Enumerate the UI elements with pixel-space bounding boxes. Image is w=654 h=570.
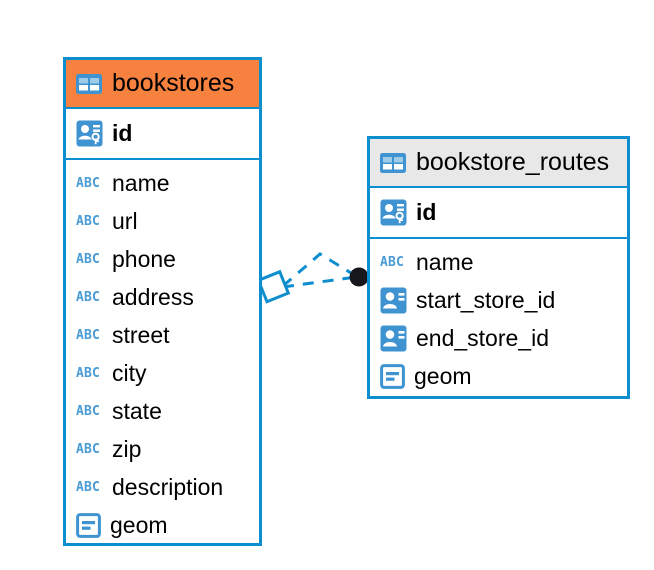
svg-text:ABC: ABC: [76, 176, 100, 191]
text-type-icon: ABC: [76, 366, 100, 381]
field-name: id: [112, 119, 133, 146]
field-row-city[interactable]: ABC city: [66, 354, 259, 392]
relationship-line-upper: [282, 252, 357, 288]
field-row-description[interactable]: ABC description: [66, 468, 259, 506]
text-type-icon: ABC: [76, 290, 100, 305]
svg-text:ABC: ABC: [76, 214, 100, 229]
field-row-url[interactable]: ABC url: [66, 202, 259, 240]
field-name: phone: [112, 245, 176, 272]
field-name: end_store_id: [416, 324, 549, 351]
field-row-name[interactable]: ABC name: [370, 243, 627, 281]
foreign-key-icon: [380, 325, 407, 351]
field-row-id[interactable]: id: [370, 193, 627, 231]
primary-key-icon: [380, 199, 407, 225]
field-name: address: [112, 283, 194, 310]
field-name: geom: [110, 511, 168, 538]
field-name: city: [112, 359, 147, 386]
text-type-icon: ABC: [380, 255, 404, 270]
entity-title: bookstores: [112, 69, 235, 97]
field-list: ABC name start_store_id: [370, 239, 627, 401]
field-name: street: [112, 321, 170, 348]
svg-text:ABC: ABC: [76, 252, 100, 267]
entity-title: bookstore_routes: [416, 148, 610, 176]
field-name: name: [112, 169, 170, 196]
field-name: url: [112, 207, 138, 234]
field-row-end-store-id[interactable]: end_store_id: [370, 319, 627, 357]
text-type-icon: ABC: [76, 480, 100, 495]
field-name: state: [112, 397, 162, 424]
field-name: start_store_id: [416, 286, 556, 313]
primary-key-block: id: [370, 186, 627, 239]
field-row-address[interactable]: ABC address: [66, 278, 259, 316]
field-row-state[interactable]: ABC state: [66, 392, 259, 430]
field-row-name[interactable]: ABC name: [66, 164, 259, 202]
svg-text:ABC: ABC: [76, 480, 100, 495]
relationship-line-lower: [282, 275, 357, 289]
svg-text:ABC: ABC: [76, 290, 100, 305]
table-icon: [76, 73, 102, 94]
field-name: name: [416, 248, 474, 275]
text-type-icon: ABC: [76, 442, 100, 457]
svg-text:ABC: ABC: [380, 255, 404, 270]
svg-text:ABC: ABC: [76, 366, 100, 381]
svg-text:ABC: ABC: [76, 328, 100, 343]
field-row-street[interactable]: ABC street: [66, 316, 259, 354]
field-list: ABC name ABC url ABC phone ABC ad: [66, 160, 259, 550]
field-name: geom: [414, 362, 472, 389]
field-name: zip: [112, 435, 142, 462]
text-type-icon: ABC: [76, 252, 100, 267]
field-row-zip[interactable]: ABC zip: [66, 430, 259, 468]
field-row-id[interactable]: id: [66, 114, 259, 152]
primary-key-list: id: [370, 188, 627, 237]
text-type-icon: ABC: [76, 328, 100, 343]
text-type-icon: ABC: [76, 214, 100, 229]
svg-text:ABC: ABC: [76, 404, 100, 419]
entity-bookstores[interactable]: bookstores id: [63, 57, 262, 546]
entity-header: bookstores: [66, 60, 259, 107]
geometry-type-icon: [76, 512, 101, 538]
text-type-icon: ABC: [76, 176, 100, 191]
geometry-type-icon: [380, 363, 405, 389]
entity-bookstore-routes[interactable]: bookstore_routes id: [367, 136, 630, 399]
table-icon: [380, 152, 406, 173]
primary-key-list: id: [66, 109, 259, 158]
entity-header: bookstore_routes: [370, 139, 627, 186]
filled-circle-marker: [349, 267, 369, 287]
text-type-icon: ABC: [76, 404, 100, 419]
svg-text:ABC: ABC: [76, 442, 100, 457]
field-row-start-store-id[interactable]: start_store_id: [370, 281, 627, 319]
field-row-geom[interactable]: geom: [66, 506, 259, 544]
primary-key-icon: [76, 120, 103, 146]
foreign-key-icon: [380, 287, 407, 313]
field-name: id: [416, 198, 437, 225]
diamond-marker: [256, 269, 291, 304]
field-row-phone[interactable]: ABC phone: [66, 240, 259, 278]
field-name: description: [112, 473, 224, 500]
field-row-geom[interactable]: geom: [370, 357, 627, 395]
primary-key-block: id: [66, 107, 259, 160]
